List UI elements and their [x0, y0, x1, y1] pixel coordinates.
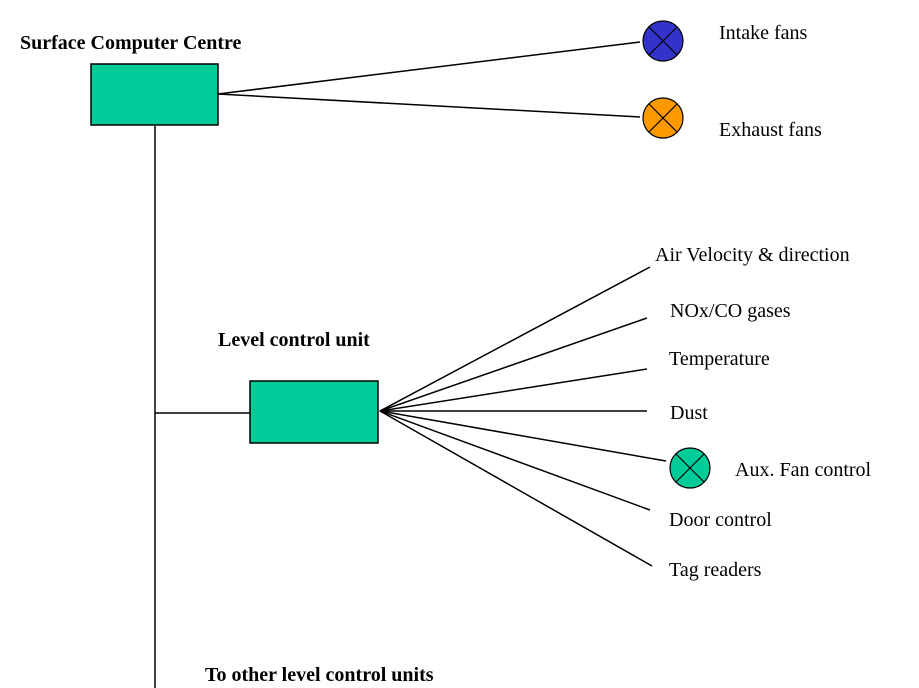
door-control-label: Door control — [669, 509, 772, 531]
connector-intake-fans — [217, 41, 641, 95]
connector-air-velocity — [379, 266, 651, 412]
surface-centre-box[interactable] — [90, 63, 219, 126]
connector-nox-co — [379, 317, 648, 412]
connector-door-control — [379, 410, 651, 511]
tag-readers-label: Tag readers — [669, 559, 762, 581]
level-unit-title: Level control unit — [218, 329, 370, 351]
level-unit-box[interactable] — [249, 380, 379, 444]
exhaust-fans-label: Exhaust fans — [719, 119, 822, 141]
other-level-units-label: To other level control units — [205, 664, 434, 686]
surface-centre-title: Surface Computer Centre — [20, 32, 242, 54]
exhaust-fan-icon[interactable] — [642, 97, 684, 139]
aux-fan-icon[interactable] — [669, 447, 711, 489]
dust-label: Dust — [670, 402, 708, 424]
connector-exhaust-fans — [217, 93, 641, 118]
temperature-label: Temperature — [669, 348, 770, 370]
connector-temperature — [379, 368, 648, 412]
air-velocity-label: Air Velocity & direction — [655, 244, 850, 266]
connector-tag-readers — [379, 410, 653, 567]
connector-aux-fan — [379, 410, 667, 462]
nox-co-label: NOx/CO gases — [670, 300, 791, 322]
aux-fan-control-label: Aux. Fan control — [735, 459, 872, 481]
intake-fans-label: Intake fans — [719, 22, 808, 44]
intake-fan-icon[interactable] — [642, 20, 684, 62]
